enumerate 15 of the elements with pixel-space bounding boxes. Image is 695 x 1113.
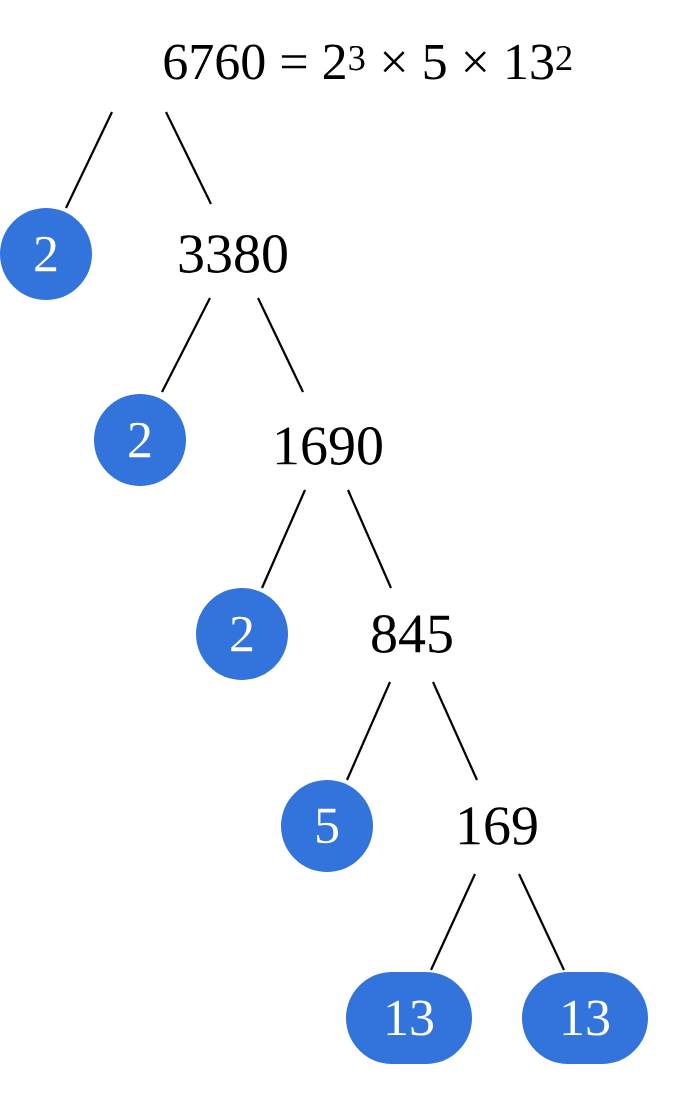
tree-branch xyxy=(65,111,113,209)
tree-branch xyxy=(161,297,211,393)
math-expression: 6760 = 2$^{3}$ × 5 × 13$^{2}$ xyxy=(164,44,572,80)
tree-branch xyxy=(261,489,306,589)
number-label: 169 xyxy=(459,807,537,845)
tree-branch xyxy=(347,489,392,589)
tree-branch xyxy=(518,873,565,971)
number-label: 845 xyxy=(372,615,452,653)
number-label: 3380 xyxy=(179,235,287,273)
tree-branch xyxy=(346,681,391,781)
tree-branch xyxy=(432,681,478,781)
tree-branch xyxy=(165,111,212,205)
tree-branch xyxy=(257,297,304,393)
tree-branch xyxy=(430,873,476,971)
number-label: 1690 xyxy=(276,427,382,465)
